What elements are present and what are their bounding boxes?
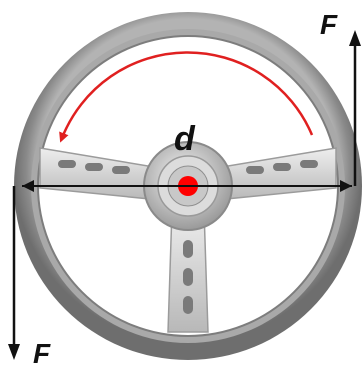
diameter-line xyxy=(22,180,352,192)
diameter-label: d xyxy=(174,120,196,158)
rotation-arrow xyxy=(59,51,314,143)
force-label-bottom: F xyxy=(33,338,51,369)
force-label-top: F xyxy=(320,9,338,40)
force-arrow-top xyxy=(349,30,361,186)
steering-wheel-rim xyxy=(14,12,362,360)
force-arrow-bottom xyxy=(8,186,20,360)
